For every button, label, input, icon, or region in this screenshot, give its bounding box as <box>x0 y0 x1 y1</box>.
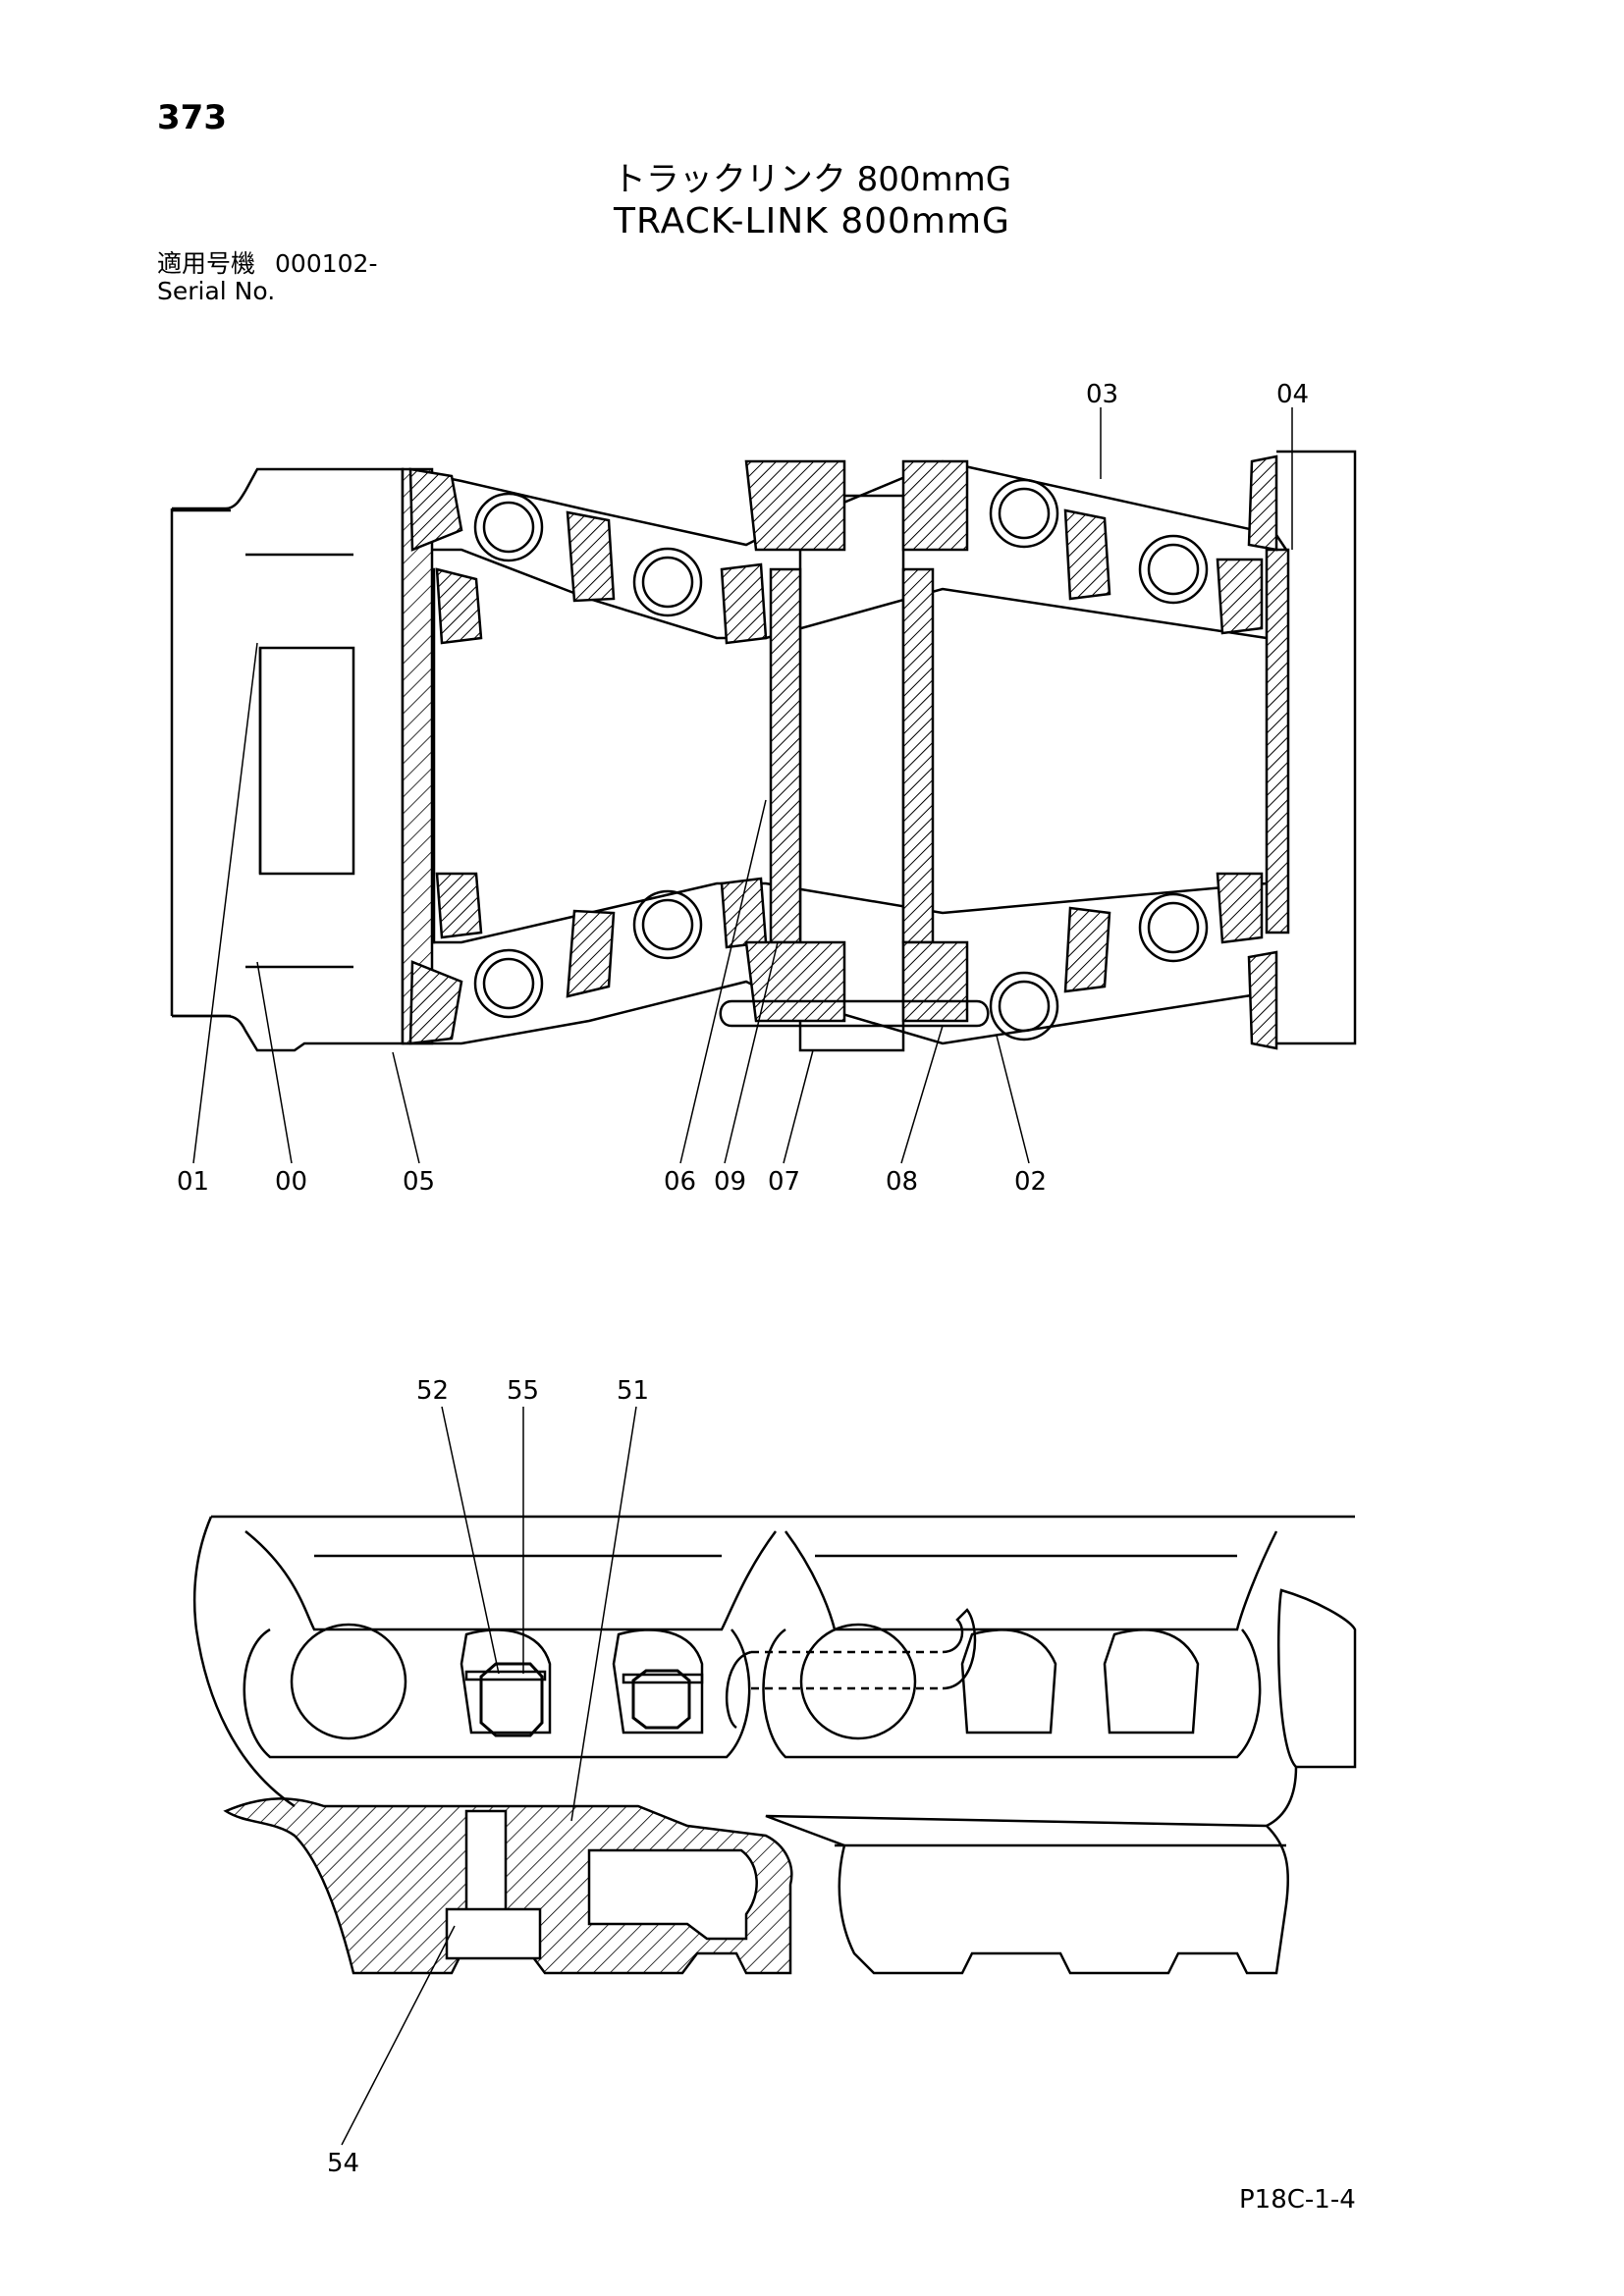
top-sectional-view <box>170 450 1357 1052</box>
callout-52: 52 <box>416 1376 449 1406</box>
drawing-reference-code: P18C-1-4 <box>1239 2185 1356 2215</box>
callout-05: 05 <box>403 1167 435 1197</box>
callout-02: 02 <box>1014 1167 1047 1197</box>
callout-01: 01 <box>177 1167 209 1197</box>
serial-code: 000102- <box>275 249 378 278</box>
callout-08: 08 <box>886 1167 918 1197</box>
page-number: 373 <box>157 98 227 137</box>
top-callouts: 03 04 01 00 05 06 09 07 08 02 <box>177 380 1309 1197</box>
serial-block: 適用号機 000102- Serial No. <box>157 250 377 305</box>
bottom-callouts: 52 55 51 54 <box>327 1376 649 2178</box>
top-leader-lines <box>192 407 1293 1164</box>
bottom-leader-lines <box>341 1406 637 2146</box>
callout-00: 00 <box>275 1167 307 1197</box>
callout-54: 54 <box>327 2149 359 2178</box>
callout-51: 51 <box>617 1376 649 1406</box>
callout-03: 03 <box>1086 380 1118 409</box>
callout-09: 09 <box>714 1167 746 1197</box>
callout-55: 55 <box>507 1376 539 1406</box>
bottom-side-view <box>192 1515 1357 1975</box>
callout-07: 07 <box>768 1167 800 1197</box>
serial-label-en: Serial No. <box>157 277 276 305</box>
serial-label-jp: 適用号機 <box>157 249 256 278</box>
callout-06: 06 <box>664 1167 696 1197</box>
callout-04: 04 <box>1276 380 1309 409</box>
title-japanese: トラックリンク 800mmG <box>612 160 1012 199</box>
title-english: TRACK-LINK 800mmG <box>614 201 1010 241</box>
